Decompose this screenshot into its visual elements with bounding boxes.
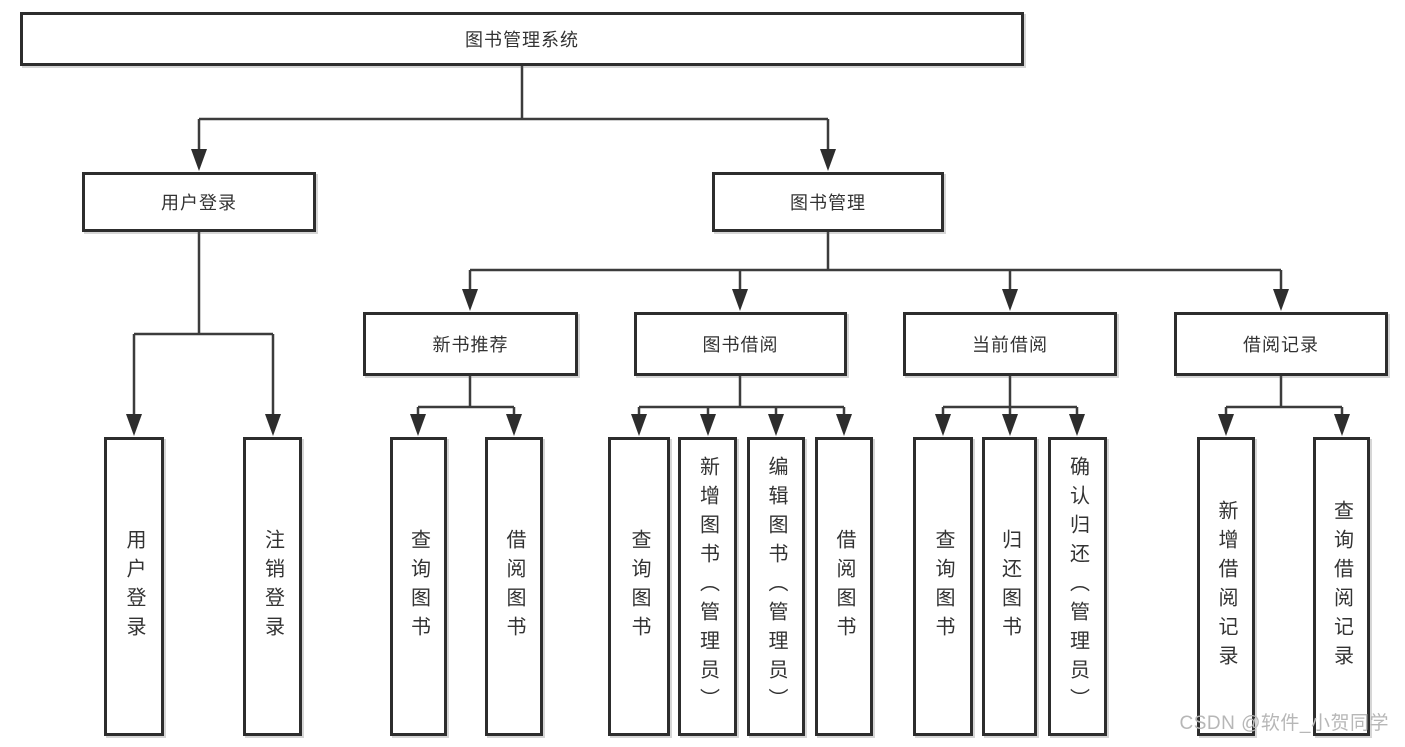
leaf-label: 注销登录 [261,528,284,645]
node-borrow-records: 借阅记录 [1174,312,1388,376]
arrow-icon [410,414,426,436]
arrow-icon [265,414,281,436]
arrowheads [126,149,1350,436]
edge-newbooks-to-leaves [416,376,516,417]
arrow-icon [700,414,716,436]
node-book-borrow: 图书借阅 [634,312,847,376]
arrow-icon [768,414,784,436]
leaf-label: 确认归还（管理员） [1066,456,1089,717]
node-book-management: 图书管理 [712,172,944,232]
leaf-label: 新增图书（管理员） [696,456,719,717]
csdn-watermark: CSDN @软件_小贺同学 [1179,713,1389,734]
arrow-icon [631,414,647,436]
leaf-label: 借阅图书 [833,528,855,645]
leaf-label: 归还图书 [998,528,1021,645]
node-user-login: 用户登录 [82,172,316,232]
edge-userlogin-to-leaves [132,232,275,417]
leaf-query-books-newbooks: 查询图书 [390,437,447,736]
edge-bookborrow-to-leaves [637,376,846,417]
arrow-icon [1218,414,1234,436]
leaf-label: 新增借阅记录 [1215,499,1237,674]
leaf-label: 编辑图书（管理员） [765,456,787,717]
arrow-icon [1002,289,1018,311]
leaf-user-login: 用户登录 [104,437,164,736]
arrow-icon [1002,414,1018,436]
leaf-label: 查询图书 [932,528,954,645]
edge-records-to-leaves [1224,376,1344,417]
edge-root-to-branches [197,66,830,152]
leaf-label: 查询图书 [628,528,650,645]
leaf-borrow-books-borrow: 借阅图书 [815,437,873,736]
leaf-return-book: 归还图书 [982,437,1037,736]
edge-currentborrow-to-leaves [941,376,1079,417]
arrow-icon [1069,414,1085,436]
edge-bookmgmt-to-groups [468,232,1283,292]
leaf-query-books-borrow: 查询图书 [608,437,670,736]
node-library-system: 图书管理系统 [20,12,1024,66]
arrow-icon [836,414,852,436]
arrow-icon [462,289,478,311]
arrow-icon [1334,414,1350,436]
leaf-label: 查询图书 [407,528,430,645]
arrow-icon [935,414,951,436]
leaf-label: 用户登录 [123,528,145,645]
leaf-label: 查询借阅记录 [1330,499,1353,674]
arrow-icon [732,289,748,311]
arrow-icon [191,149,207,171]
leaf-edit-book-admin: 编辑图书（管理员） [747,437,805,736]
leaf-add-borrow-record: 新增借阅记录 [1197,437,1255,736]
leaf-query-borrow-record: 查询借阅记录 [1313,437,1370,736]
node-new-book-recommend: 新书推荐 [363,312,578,376]
leaf-confirm-return-admin: 确认归还（管理员） [1048,437,1107,736]
leaf-borrow-books-newbooks: 借阅图书 [485,437,543,736]
node-current-borrow: 当前借阅 [903,312,1117,376]
arrow-icon [126,414,142,436]
leaf-logout-login: 注销登录 [243,437,302,736]
leaf-label: 借阅图书 [503,528,525,645]
leaf-query-books-current: 查询图书 [913,437,973,736]
arrow-icon [820,149,836,171]
arrow-icon [1273,289,1289,311]
arrow-icon [506,414,522,436]
leaf-add-book-admin: 新增图书（管理员） [678,437,737,736]
